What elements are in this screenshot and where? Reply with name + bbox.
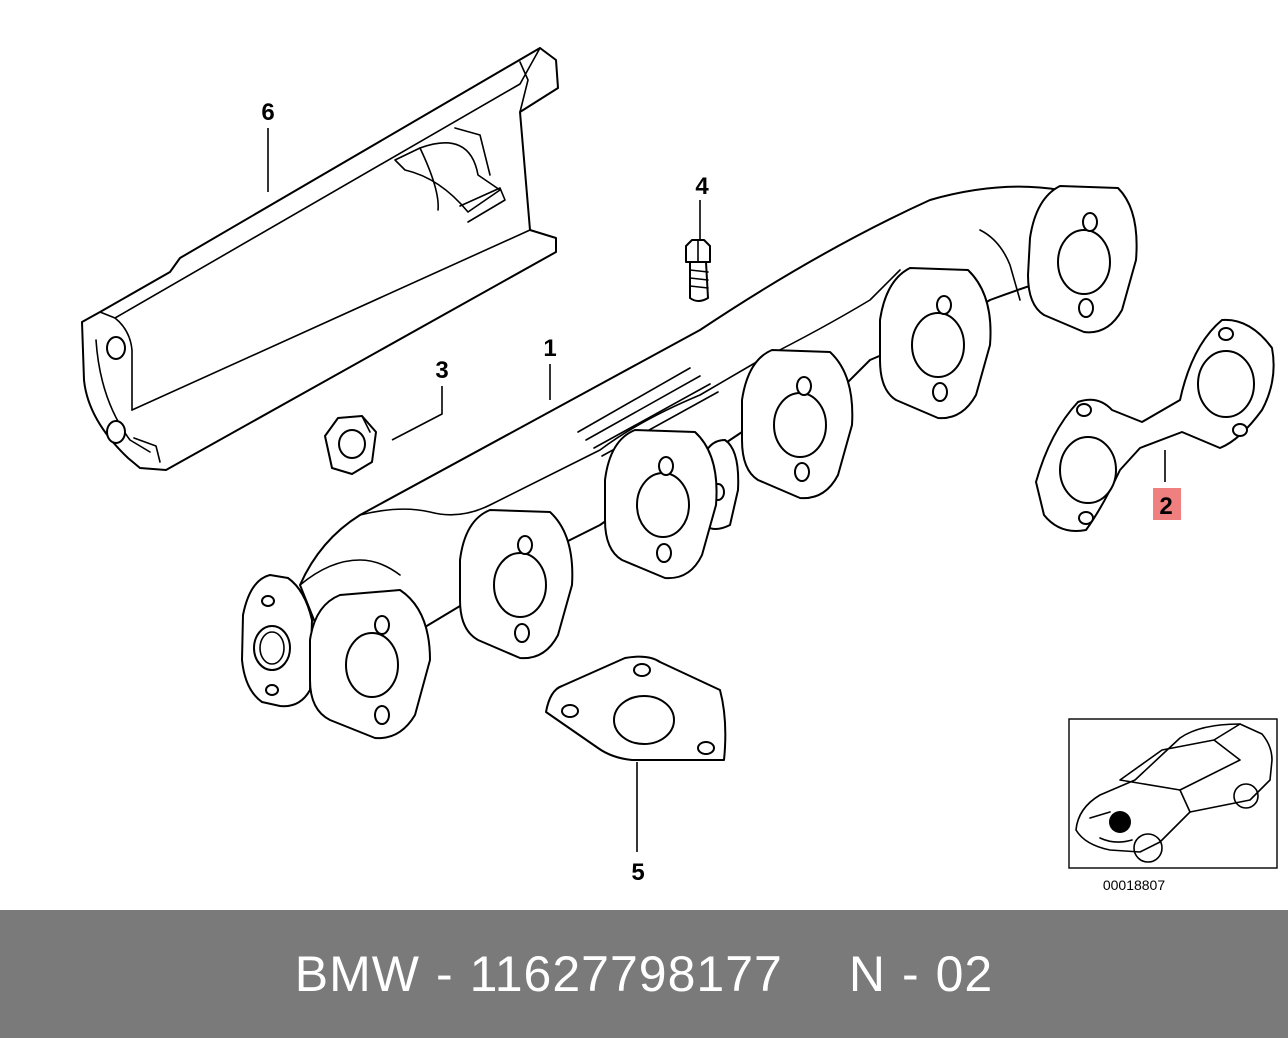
callout-6: 6 <box>261 99 274 126</box>
footer-position-code: N <box>848 946 886 1002</box>
footer-separator-2: - <box>901 946 920 1002</box>
car-location-thumbnail: 00018807 <box>1068 718 1278 893</box>
footer-part-number: 11627798177 <box>469 946 783 1002</box>
part-2-double-gasket[interactable] <box>1035 318 1275 532</box>
callout-2: 2 <box>1159 493 1172 520</box>
location-marker <box>1109 811 1131 833</box>
callout-2-highlight <box>1153 488 1181 520</box>
callout-3: 3 <box>435 357 448 384</box>
footer-separator: - <box>435 946 454 1002</box>
footer-brand: BMW <box>294 946 420 1002</box>
part-1-exhaust-manifold[interactable] <box>241 185 1138 740</box>
callout-1: 1 <box>543 335 556 362</box>
footer-bar: BMW - 11627798177 N - 02 <box>0 910 1288 1038</box>
part-6-heat-shield[interactable] <box>81 47 559 471</box>
leader-lines <box>267 128 1166 852</box>
callout-5: 5 <box>631 859 644 886</box>
part-4-bolt[interactable] <box>685 239 711 302</box>
part-3-nut[interactable] <box>324 415 377 475</box>
thumbnail-code: 00018807 <box>1103 877 1166 893</box>
part-5-single-gasket[interactable] <box>545 655 727 761</box>
parts-diagram: 6 1 3 4 5 2 00018807 <box>81 47 1278 893</box>
callout-4: 4 <box>695 173 709 200</box>
footer-position-number: 02 <box>935 946 994 1002</box>
